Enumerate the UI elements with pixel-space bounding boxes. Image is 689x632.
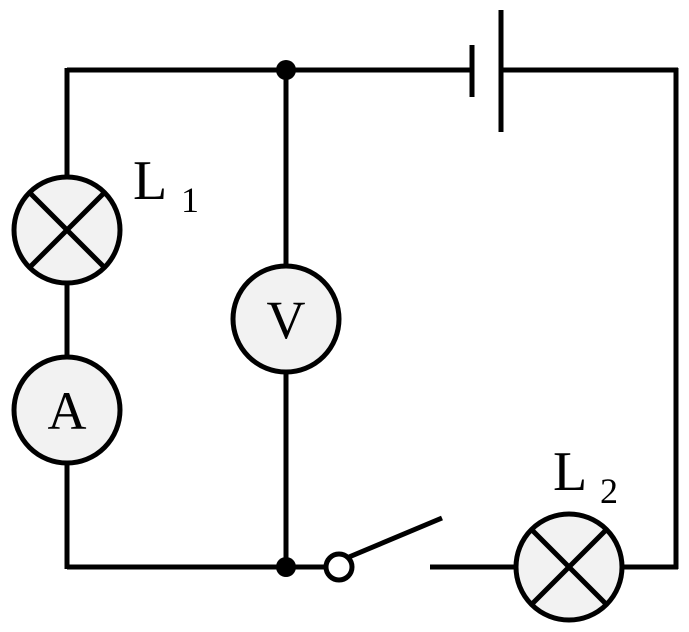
lamp-l1-letter: L bbox=[133, 150, 167, 212]
ammeter-body bbox=[11, 354, 123, 466]
switch-icon bbox=[323, 515, 443, 583]
lamp-l1-label: L 1 bbox=[133, 150, 199, 220]
junction-bottom bbox=[276, 557, 296, 577]
lamp-l1-icon bbox=[11, 174, 123, 286]
lamp-l2-cross-b bbox=[529, 527, 609, 607]
voltmeter-body bbox=[230, 263, 342, 375]
battery-icon bbox=[469, 10, 504, 132]
lamp-l1-cross-b bbox=[27, 190, 107, 270]
ammeter-icon: A bbox=[11, 354, 123, 466]
lamp-l2-subscript: 2 bbox=[600, 471, 618, 511]
lamp-l2-icon bbox=[513, 511, 625, 623]
junction-top bbox=[276, 60, 296, 80]
wires bbox=[64, 67, 679, 570]
lamp-l1-subscript: 1 bbox=[181, 180, 199, 220]
lamp-l2-label: L 2 bbox=[553, 441, 618, 511]
voltmeter-icon: V bbox=[230, 263, 342, 375]
ammeter-label: A bbox=[48, 381, 87, 441]
voltmeter-label: V bbox=[267, 290, 306, 350]
switch-blade bbox=[348, 515, 443, 560]
lamp-l2-letter: L bbox=[553, 441, 587, 503]
switch-pivot bbox=[323, 551, 355, 583]
